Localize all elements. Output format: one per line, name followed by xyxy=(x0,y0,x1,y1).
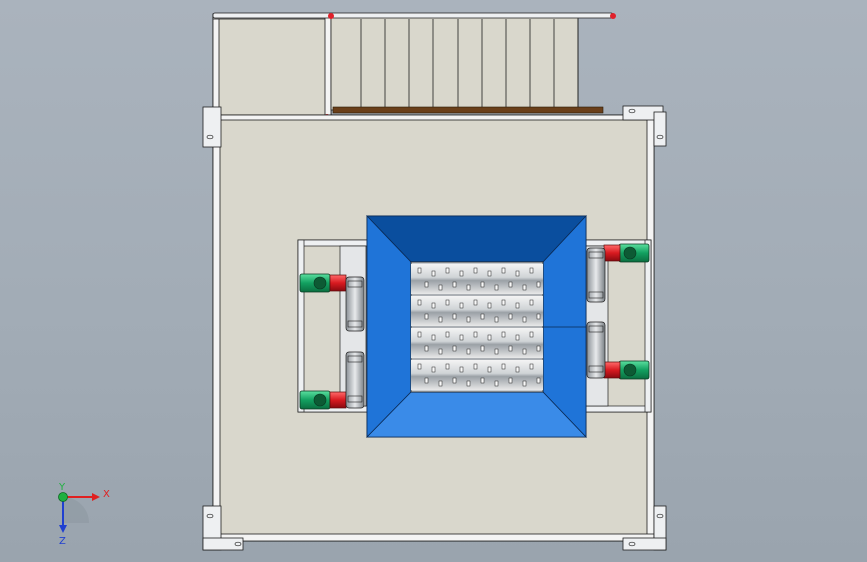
right-drive-units xyxy=(586,243,650,380)
orientation-triad[interactable]: X Y Z xyxy=(58,482,110,547)
upper-platform xyxy=(212,13,332,118)
shredder-rollers xyxy=(410,261,544,393)
z-axis-label: Z xyxy=(59,536,66,547)
y-axis-label: Y xyxy=(58,482,66,493)
y-axis-dot xyxy=(58,492,68,502)
handrail xyxy=(212,12,616,120)
x-axis-label: X xyxy=(103,489,110,500)
left-drive-units xyxy=(299,273,365,410)
x-axis-arrowhead xyxy=(92,493,100,501)
corner-brackets xyxy=(202,105,667,551)
stair-treads xyxy=(330,16,604,114)
z-axis-arrowhead xyxy=(59,525,67,533)
feed-hopper xyxy=(366,214,587,438)
